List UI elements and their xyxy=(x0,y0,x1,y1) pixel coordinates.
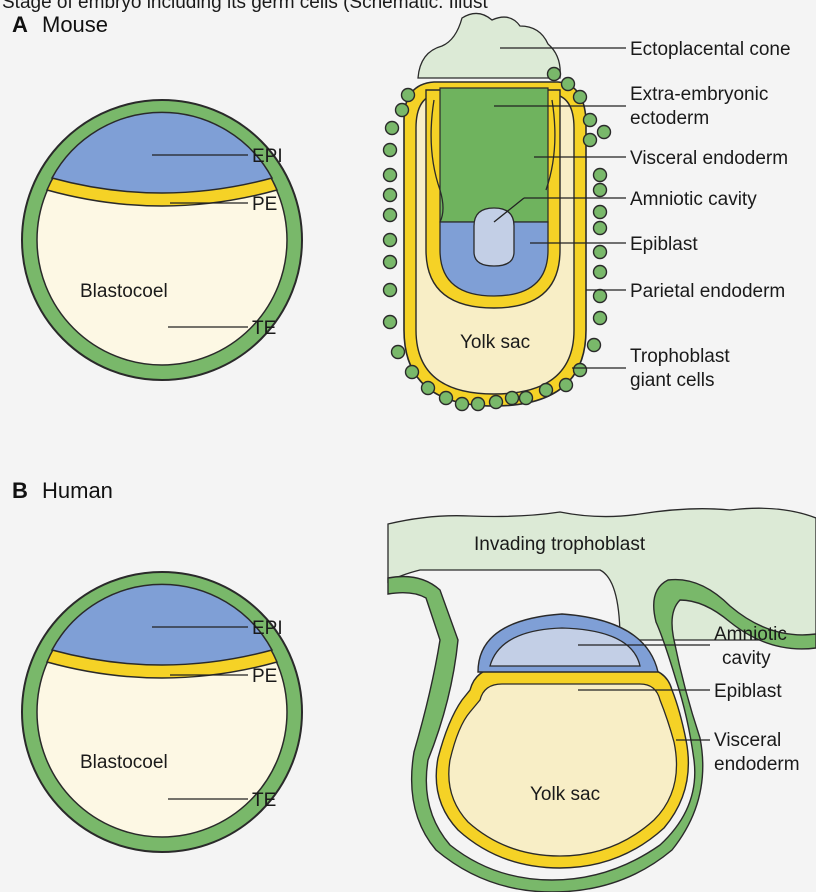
human-visceral-label-line2: endoderm xyxy=(714,754,800,775)
panel-a-letter: A xyxy=(12,12,28,37)
mouse-epiblast-label: Epiblast xyxy=(630,234,698,255)
panel-b: B Human EPI PE Blastocoel TE xyxy=(12,478,816,892)
mouse-yolk-sac-label: Yolk sac xyxy=(460,332,530,353)
human-blastocyst: EPI PE Blastocoel TE xyxy=(22,572,302,852)
extra-embryonic-label-line1: Extra-embryonic xyxy=(630,84,768,105)
human-epiblast-label: Epiblast xyxy=(714,681,782,702)
invading-trophoblast-label: Invading trophoblast xyxy=(474,534,646,555)
panel-a: A Mouse EPI PE Blastocoel TE xyxy=(12,12,791,411)
human-blastocyst-epi-label: EPI xyxy=(252,618,283,639)
extra-embryonic-label-line2: ectoderm xyxy=(630,108,709,129)
human-amniotic-label-line1: Amniotic xyxy=(714,624,787,645)
mouse-egg-cylinder: Ectoplacental cone Extra-embryonic ectod… xyxy=(384,13,791,410)
mouse-blastocyst-te-label: TE xyxy=(252,318,276,339)
mouse-visceral-endoderm-label: Visceral endoderm xyxy=(630,148,788,169)
mouse-blastocyst-blastocoel-label: Blastocoel xyxy=(80,281,168,302)
human-visceral-label-line1: Visceral xyxy=(714,730,781,751)
human-implanting-embryo: Invading trophoblast Amniotic cavity Epi… xyxy=(388,508,816,892)
panel-a-title: Mouse xyxy=(42,12,108,37)
trophoblast-giant-cells-label-line1: Trophoblast xyxy=(630,346,730,367)
human-amniotic-label-line2: cavity xyxy=(722,648,771,669)
panel-b-title: Human xyxy=(42,478,113,503)
human-blastocyst-blastocoel-label: Blastocoel xyxy=(80,752,168,773)
human-blastocyst-pe-label: PE xyxy=(252,666,277,687)
human-yolk-sac-label: Yolk sac xyxy=(530,784,600,805)
mouse-amniotic-cavity-label: Amniotic cavity xyxy=(630,189,757,210)
human-blastocyst-te-label: TE xyxy=(252,790,276,811)
trophoblast-giant-cells-label-line2: giant cells xyxy=(630,370,715,391)
mouse-blastocyst-pe-label: PE xyxy=(252,194,277,215)
mouse-blastocyst-epi-label: EPI xyxy=(252,146,283,167)
parietal-endoderm-label: Parietal endoderm xyxy=(630,281,785,302)
mouse-blastocyst: EPI PE Blastocoel TE xyxy=(22,100,302,380)
ectoplacental-cone-label: Ectoplacental cone xyxy=(630,39,791,60)
panel-b-letter: B xyxy=(12,478,28,503)
